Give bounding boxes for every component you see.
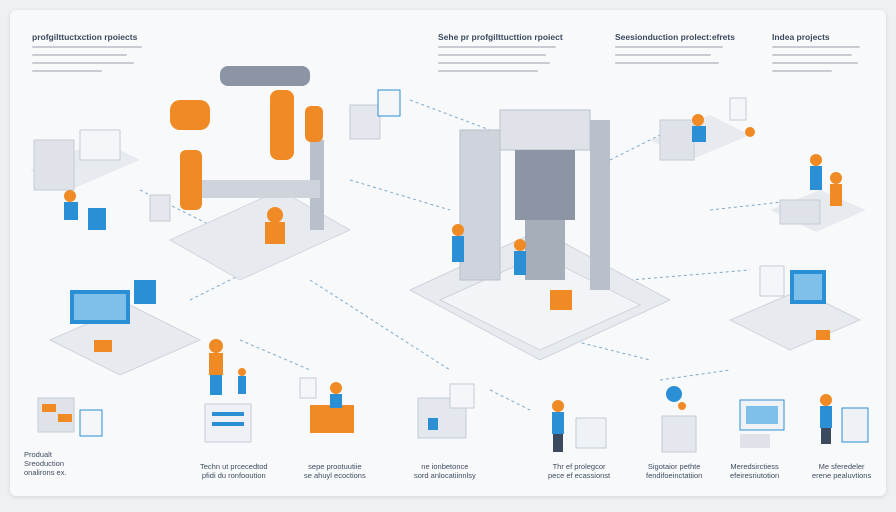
- person-bottom-8: [820, 394, 869, 444]
- header-production-projects: profgilttuctxction rpoiects: [32, 32, 138, 42]
- header-1-text-line: [32, 54, 127, 56]
- caption-3-line-2: se ahuyl ecoctions: [304, 471, 366, 480]
- central-press-machine: [408, 109, 672, 361]
- caption-7: Meredsirctiess efeiresriutotion: [730, 462, 779, 480]
- caption-1-line-3: onalirons ex.: [24, 468, 67, 477]
- header-4-text-line: [772, 62, 858, 64]
- header-1-text-line: [32, 46, 142, 48]
- header-3-text-line: [615, 54, 711, 56]
- caption-4-line-2: sord anlocatiinnlsy: [414, 471, 476, 480]
- caption-6-line-1: Sigotaior pethte: [647, 462, 701, 471]
- header-1-text-line: [32, 62, 134, 64]
- header-production-effects: Seesionduction prolect:efrets: [615, 32, 735, 42]
- server-units-top: [149, 89, 401, 222]
- header-2-text-line: [438, 46, 556, 48]
- caption-2: Techn ut prcecedtod pfidi du ronfooution: [200, 462, 268, 480]
- header-3-text-line: [615, 62, 719, 64]
- desk-worker-bottom-3: [299, 377, 354, 433]
- caption-1: Produalt Sreoduction onalirons ex.: [24, 450, 67, 477]
- header-4-text-line: [772, 70, 832, 72]
- header-2-text-line: [438, 70, 538, 72]
- infographic-canvas: profgilttuctxction rpoiects Sehe pr prof…: [10, 10, 886, 496]
- header-4-text-line: [772, 54, 852, 56]
- caption-3: sepe prootuutiie se ahuyl ecoctions: [304, 462, 366, 480]
- workstation-top-right: [650, 97, 755, 161]
- person-bottom-5: [552, 400, 607, 452]
- caption-5: Thr ef prolegcor pece ef ecassionst: [548, 462, 610, 480]
- caption-3-line-1: sepe prootuutiie: [308, 462, 362, 471]
- caption-2-line-2: pfidi du ronfooution: [201, 471, 266, 480]
- header-2-text-line: [438, 54, 546, 56]
- computer-desk-left: [48, 280, 202, 376]
- header-main-project: Sehe pr profgilttucttion rpoiect: [438, 32, 563, 42]
- header-2-text-line: [438, 62, 550, 64]
- caption-2-line-1: Techn ut prcecedtod: [200, 462, 268, 471]
- header-1-text-line: [32, 70, 102, 72]
- caption-5-line-1: Thr ef prolegcor: [552, 462, 606, 471]
- robot-arm-station: [168, 66, 352, 281]
- machine-bottom-6: [661, 386, 697, 453]
- display-bottom-7: [739, 399, 785, 448]
- caption-7-line-1: Meredsirctiess: [730, 462, 779, 471]
- cabinet-bottom-2: [204, 403, 252, 443]
- caption-8-line-1: Me sferedeler: [818, 462, 865, 471]
- header-idea-projects: Indea projects: [772, 32, 830, 42]
- header-3-text-line: [615, 46, 723, 48]
- workstation-right-team: [770, 154, 866, 232]
- caption-5-line-2: pece ef ecassionst: [548, 471, 611, 480]
- workstation-top-left: [30, 129, 140, 230]
- caption-4: ne ionbetonce sord anlocatiinnlsy: [414, 462, 476, 480]
- person-standing-left: [209, 339, 246, 395]
- caption-7-line-2: efeiresriutotion: [730, 471, 780, 480]
- shelf-boxes-bottom-left: [37, 397, 103, 437]
- caption-8: Me sferedeler erene pealuvtions: [812, 462, 871, 480]
- caption-1-line-1: Produalt: [24, 450, 52, 459]
- caption-8-line-2: erene pealuvtions: [812, 471, 872, 480]
- caption-6-line-2: fendifoeinctatiion: [646, 471, 703, 480]
- monitor-station-right: [728, 265, 862, 351]
- caption-1-line-2: Sreoduction: [24, 459, 65, 468]
- factory-illustration: [30, 66, 869, 453]
- server-rack-bottom-4: [417, 383, 475, 439]
- caption-6: Sigotaior pethte fendifoeinctatiion: [646, 462, 702, 480]
- header-4-text-line: [772, 46, 860, 48]
- caption-4-line-1: ne ionbetonce: [421, 462, 469, 471]
